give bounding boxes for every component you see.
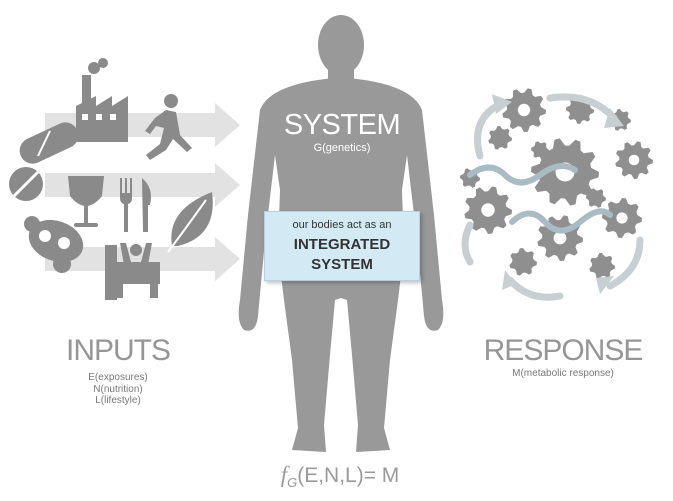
- formula: fG(E,N,L)= M: [250, 462, 430, 490]
- arrowhead-1: [492, 94, 512, 114]
- arrowhead-2: [604, 108, 624, 128]
- pill-icon: [19, 122, 79, 164]
- inputs-line-lifestyle: L(lifestyle): [95, 395, 141, 406]
- callout-line-3: SYSTEM: [311, 256, 373, 273]
- inputs-line-exposures: E(exposures): [88, 372, 148, 383]
- gear-icon: [509, 248, 537, 276]
- round-pill-icon: [9, 167, 43, 201]
- formula-function: f: [280, 462, 288, 487]
- arrowhead-4: [502, 270, 516, 290]
- inputs-line-nutrition: N(nutrition): [93, 383, 143, 395]
- wavy-line-icon: [467, 163, 613, 234]
- gas-mask-icon: [24, 216, 84, 273]
- gear-icon: [589, 253, 615, 279]
- formula-subscript: G: [287, 475, 298, 491]
- gear-hole: [628, 154, 640, 166]
- factory-icon: [76, 58, 128, 142]
- gear-hole: [481, 203, 495, 217]
- gear-icon: [531, 141, 549, 159]
- arrowhead-3: [596, 276, 614, 294]
- system-title: SYSTEM: [283, 109, 401, 141]
- callout-line-2: INTEGRATED: [293, 236, 391, 253]
- response-subtitle: M(metabolic response): [512, 368, 614, 379]
- integrated-system-callout: our bodies act as an INTEGRATED SYSTEM: [264, 211, 420, 281]
- person-on-couch-icon: [105, 243, 160, 300]
- inputs-list: E(exposures) N(nutrition) L(lifestyle): [28, 372, 208, 407]
- gear-hole: [517, 103, 531, 117]
- system-subtitle: G(genetics): [313, 142, 371, 154]
- inputs-title: INPUTS: [65, 334, 171, 367]
- formula-arguments: (E,N,L)= M: [297, 464, 400, 487]
- leaf-icon: [167, 192, 213, 253]
- gear-icon: [586, 188, 606, 208]
- cutlery-icon: [120, 178, 151, 232]
- runner-icon: [145, 94, 192, 160]
- gear-hole: [616, 212, 628, 224]
- response-title: RESPONSE: [483, 334, 644, 367]
- gear-hole: [553, 231, 567, 245]
- callout-line-1: our bodies act as an: [292, 219, 392, 231]
- wine-glass-icon: [68, 176, 104, 227]
- gear-icon: [488, 126, 512, 150]
